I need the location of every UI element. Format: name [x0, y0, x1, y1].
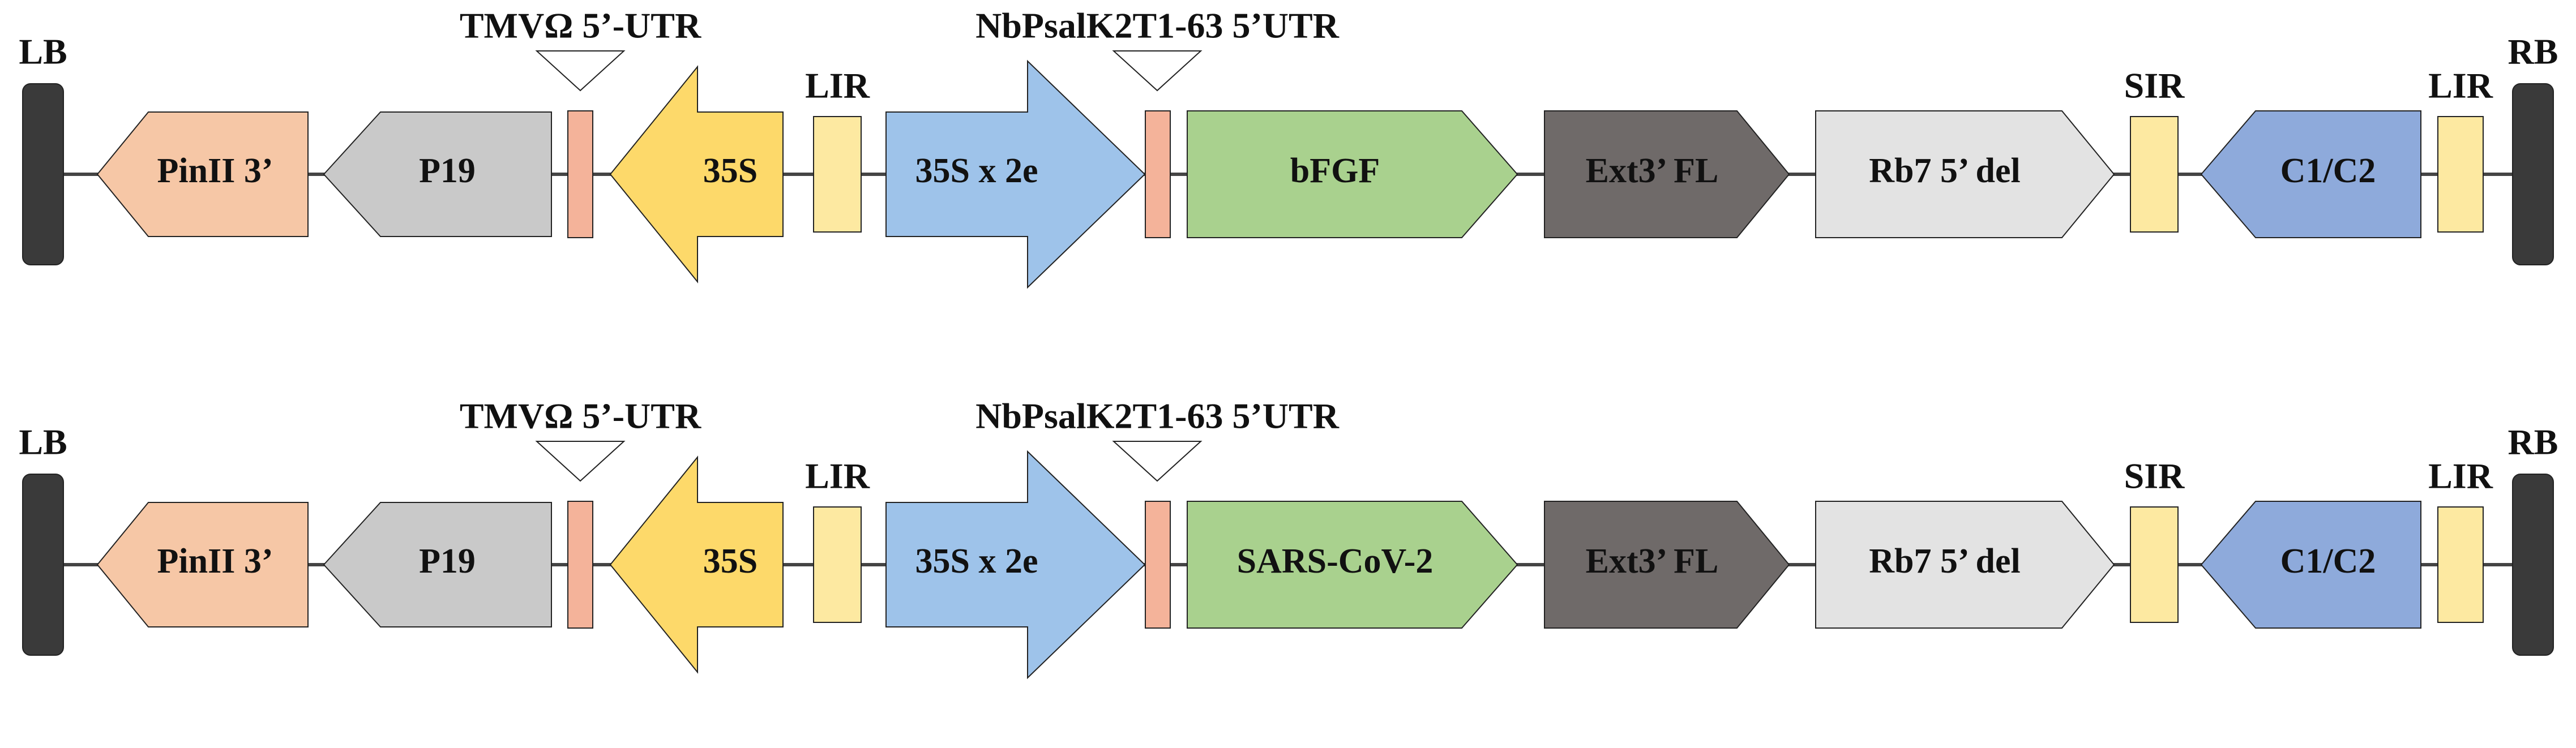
c1c2-gene	[2200, 110, 2421, 238]
sir-label: SIR	[2124, 456, 2185, 496]
nbpsal-utr-label: NbPsalK2T1-63 5’UTR	[975, 396, 1340, 436]
lir-left-label: LIR	[805, 66, 870, 106]
construct-1: LB RB PinII 3’ P19 TMVΩ 5’-UTR 35S LIR 35S x 2e…	[19, 6, 2558, 289]
pinII-terminator	[96, 111, 309, 237]
tmv-utr-bar	[567, 501, 593, 629]
lir-left-label: LIR	[805, 456, 870, 496]
promoter-35Sx2e	[885, 59, 1146, 289]
left-border-label: LB	[19, 422, 67, 462]
p19-gene	[323, 502, 552, 627]
sir-label: SIR	[2124, 66, 2185, 106]
c1c2-label: C1/C2	[2280, 542, 2376, 581]
promoter-35S	[609, 455, 784, 674]
lir-left-box	[813, 116, 862, 233]
tmv-utr-marker	[535, 441, 626, 482]
pinII-terminator	[96, 502, 309, 627]
tmv-utr-marker	[535, 50, 626, 92]
p19-gene	[323, 111, 552, 237]
promoter-35Sx2e-label: 35S x 2e	[915, 542, 1038, 581]
lir-right-box	[2437, 506, 2484, 623]
rb7-matrix-attachment	[1815, 501, 2115, 629]
right-border-block	[2512, 83, 2554, 265]
promoter-35S-label: 35S	[703, 542, 758, 581]
nbpsal-utr-bar	[1145, 501, 1171, 629]
rb7-label: Rb7 5’ del	[1869, 152, 2021, 190]
right-border-label: RB	[2508, 422, 2558, 462]
nbpsal-utr-bar	[1145, 110, 1171, 238]
lir-right-label: LIR	[2428, 456, 2493, 496]
target-gene-label: bFGF	[1290, 152, 1380, 190]
right-border-block	[2512, 474, 2554, 656]
lir-left-box	[813, 506, 862, 623]
nbpsal-utr-label: NbPsalK2T1-63 5’UTR	[975, 6, 1340, 46]
nbpsal-utr-marker	[1112, 50, 1203, 92]
lir-right-box	[2437, 116, 2484, 233]
pinII-label: PinII 3’	[157, 152, 273, 190]
left-border-label: LB	[19, 32, 67, 72]
target-gene	[1187, 110, 1518, 238]
tmv-utr-label: TMVΩ 5’-UTR	[460, 6, 701, 46]
sir-box	[2130, 116, 2179, 233]
c1c2-gene	[2200, 501, 2421, 629]
target-gene-label: SARS-CoV-2	[1237, 542, 1434, 581]
ext3-label: Ext3’ FL	[1586, 542, 1719, 581]
p19-label: P19	[419, 152, 476, 190]
promoter-35Sx2e	[885, 450, 1146, 680]
ext3-terminator	[1544, 501, 1790, 629]
rb7-matrix-attachment	[1815, 110, 2115, 238]
tmv-utr-bar	[567, 110, 593, 238]
rb7-label: Rb7 5’ del	[1869, 542, 2021, 581]
ext3-terminator	[1544, 110, 1790, 238]
construct-2: LB RB PinII 3’ P19 TMVΩ 5’-UTR 35S LIR 35S x 2e…	[19, 396, 2558, 680]
left-border-block	[22, 474, 64, 656]
p19-label: P19	[419, 542, 476, 581]
right-border-label: RB	[2508, 32, 2558, 72]
nbpsal-utr-marker	[1112, 441, 1203, 482]
left-border-block	[22, 83, 64, 265]
promoter-35S-label: 35S	[703, 152, 758, 190]
tmv-utr-label: TMVΩ 5’-UTR	[460, 396, 701, 436]
pinII-label: PinII 3’	[157, 542, 273, 581]
sir-box	[2130, 506, 2179, 623]
promoter-35Sx2e-label: 35S x 2e	[915, 152, 1038, 190]
target-gene	[1187, 501, 1518, 629]
promoter-35S	[609, 65, 784, 283]
lir-right-label: LIR	[2428, 66, 2493, 106]
ext3-label: Ext3’ FL	[1586, 152, 1719, 190]
c1c2-label: C1/C2	[2280, 152, 2376, 190]
